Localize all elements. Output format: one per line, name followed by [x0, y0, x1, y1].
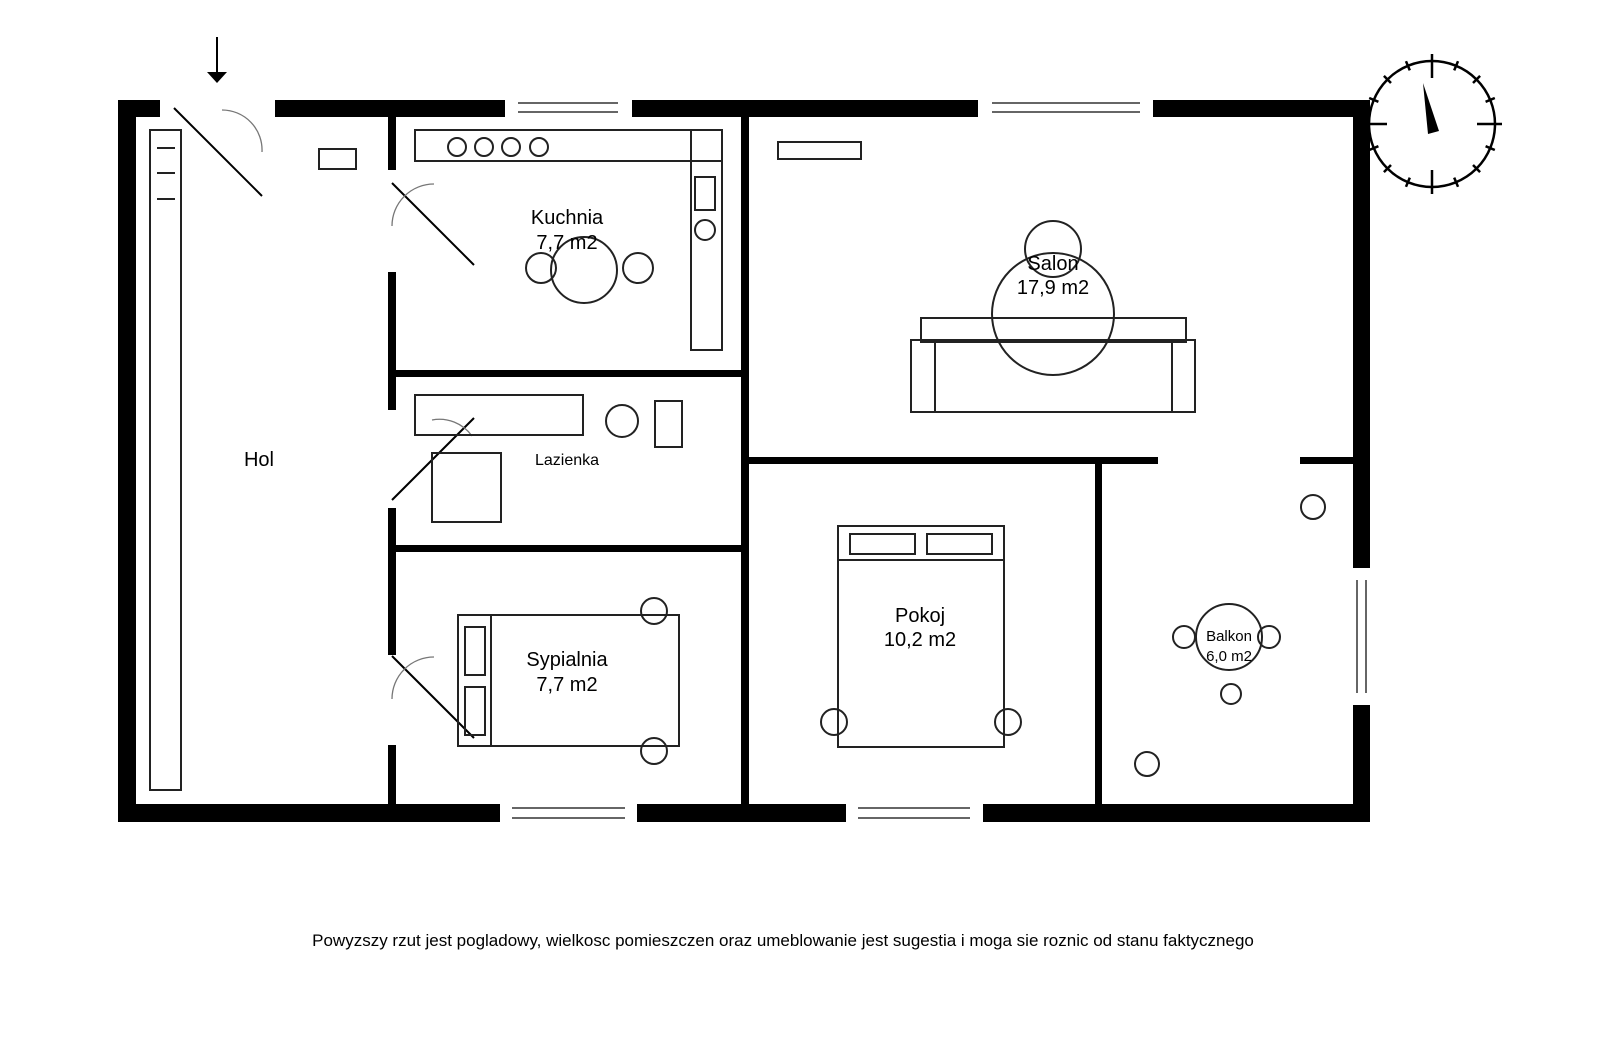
- room-label-hol: Hol: [244, 449, 274, 471]
- salon-furniture: [777, 141, 1196, 413]
- bathroom-furniture: [414, 394, 683, 523]
- kitchen-furniture: [414, 129, 723, 351]
- entrance-arrow-icon: [207, 37, 227, 83]
- room-area-sypialnia: 7,7 m2: [536, 674, 597, 696]
- room-area-salon: 17,9 m2: [1017, 277, 1089, 299]
- pokoj-furniture: [820, 525, 1022, 748]
- room-area-balkon: 6,0 m2: [1206, 648, 1252, 665]
- bedroom-furniture: [457, 597, 680, 765]
- compass-icon: [1367, 54, 1502, 194]
- hol-wardrobe: [149, 129, 357, 791]
- room-label-sypialnia: Sypialnia: [526, 649, 608, 671]
- room-label-kuchnia: Kuchnia: [531, 207, 604, 229]
- room-label-pokoj: Pokoj: [895, 605, 945, 627]
- windows: [512, 102, 1367, 819]
- balcony-furniture: [1134, 494, 1326, 777]
- room-label-balkon: Balkon: [1206, 628, 1252, 645]
- doors: [173, 107, 475, 739]
- room-area-pokoj: 10,2 m2: [884, 629, 956, 651]
- room-label-salon: Salon: [1027, 253, 1078, 275]
- room-label-lazienka: Lazienka: [535, 452, 599, 469]
- interior-walls: [388, 117, 1353, 804]
- disclaimer-text: Powyzszy rzut jest pogladowy, wielkosc p…: [312, 931, 1254, 950]
- outer-walls: [118, 100, 1370, 822]
- room-area-kuchnia: 7,7 m2: [536, 232, 597, 254]
